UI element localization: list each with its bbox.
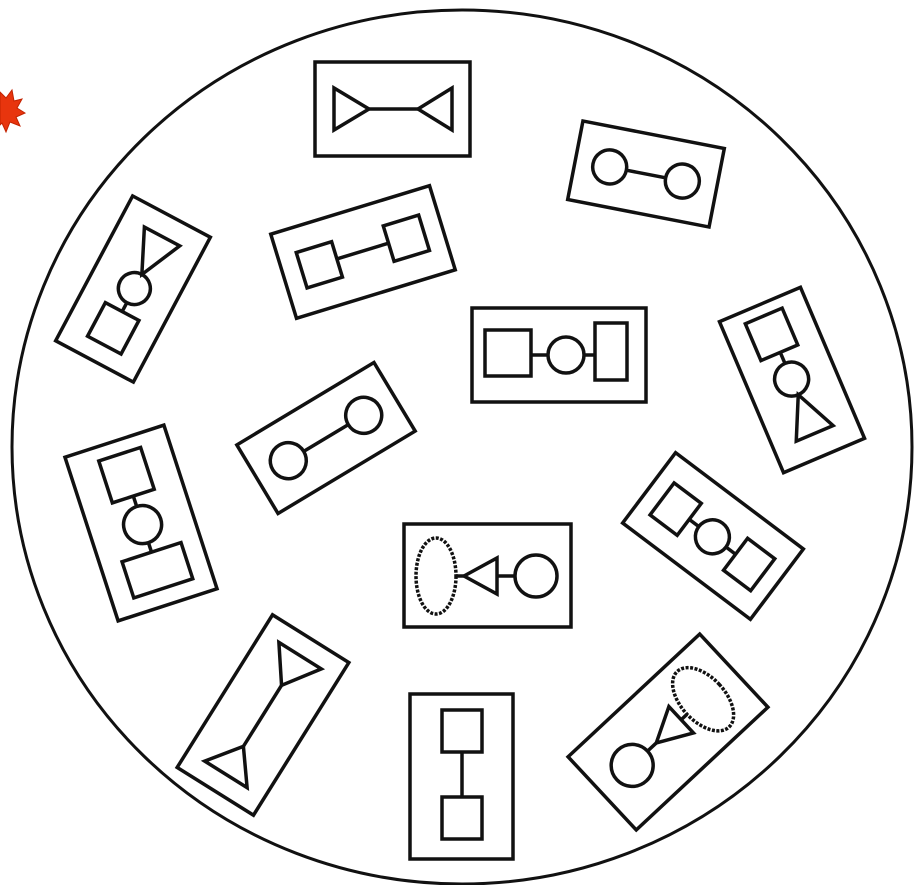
card-triangle-line-triangle bbox=[315, 62, 470, 156]
red-splat-mark bbox=[0, 90, 25, 132]
card-square-line-square-vertical bbox=[410, 694, 513, 859]
card-ellipse-triangle-circle bbox=[404, 524, 571, 627]
card-square-circle-rectangle-center bbox=[472, 308, 646, 402]
